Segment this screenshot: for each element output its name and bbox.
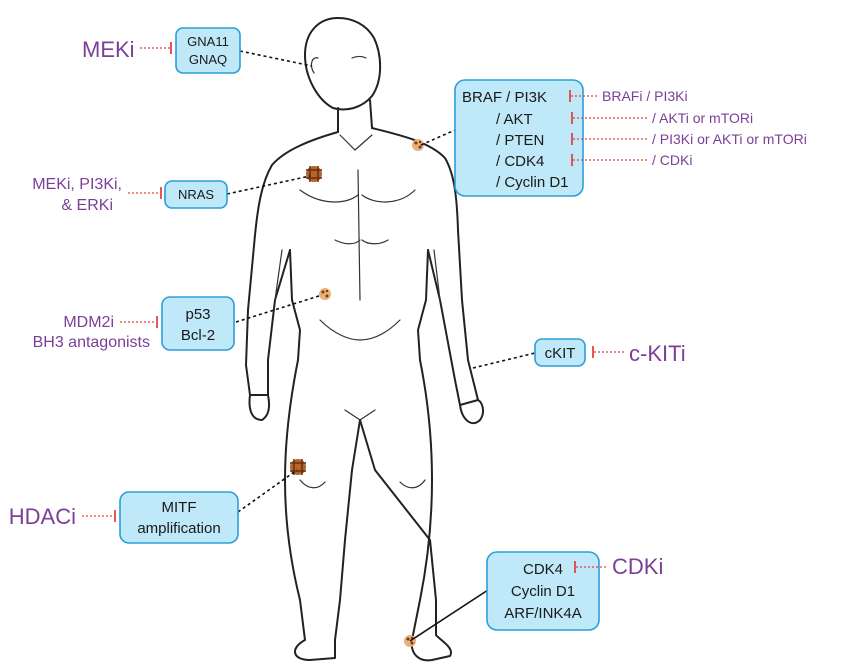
drug-ckit: c-KITi: [629, 341, 686, 366]
box-cdk4: CDK4 Cyclin D1 ARF/INK4A: [487, 552, 599, 630]
braf-line-2: / AKT: [496, 111, 533, 128]
ckit-label: cKIT: [545, 345, 576, 362]
braf-line-5: / Cyclin D1: [496, 174, 569, 191]
p53-line-1: p53: [185, 306, 210, 323]
lesions: [290, 139, 424, 647]
mitf-line-1: MITF: [162, 499, 197, 516]
drug-p53-line-1: MDM2i: [63, 314, 114, 331]
braf-line-4: / CDK4: [496, 153, 544, 170]
box-gna: GNA11 GNAQ: [176, 28, 240, 73]
drug-braf-line-4: / CDKi: [652, 152, 692, 168]
drug-braf-line-2: / AKTi or mTORi: [652, 110, 753, 126]
cdk4-line-1: CDK4: [523, 561, 563, 578]
nras-label: NRAS: [178, 187, 214, 202]
cdk4-line-3: ARF/INK4A: [504, 605, 582, 622]
lesion-abdomen: [319, 288, 331, 300]
gna-line-1: GNA11: [187, 34, 229, 49]
drug-meki: MEKi: [82, 37, 135, 62]
drug-hdaci: HDACi: [9, 504, 76, 529]
box-nras: NRAS: [165, 181, 227, 208]
drug-p53-line-2: BH3 antagonists: [33, 334, 150, 351]
box-braf: BRAF / PI3K / AKT / PTEN / CDK4 / Cyclin…: [455, 80, 583, 196]
drug-braf-line-1: BRAFi / PI3Ki: [602, 88, 688, 104]
box-mitf: MITF amplification: [120, 492, 238, 543]
drug-braf-line-3: / PI3Ki or AKTi or mTORi: [652, 131, 807, 147]
gna-line-2: GNAQ: [189, 52, 227, 67]
braf-line-3: / PTEN: [496, 132, 544, 149]
mitf-line-2: amplification: [137, 520, 220, 537]
p53-line-2: Bcl-2: [181, 327, 215, 344]
box-ckit: cKIT: [535, 339, 585, 366]
cdk4-line-2: Cyclin D1: [511, 583, 575, 600]
lesion-chest: [306, 166, 322, 182]
drug-nras-line-2: & ERKi: [61, 197, 113, 214]
drug-nras-line-1: MEKi, PI3Ki,: [32, 176, 122, 193]
box-p53: p53 Bcl-2: [162, 297, 234, 350]
human-body-outline: [246, 18, 483, 660]
drug-cdki: CDKi: [612, 554, 663, 579]
braf-line-1: BRAF / PI3K: [462, 89, 547, 106]
